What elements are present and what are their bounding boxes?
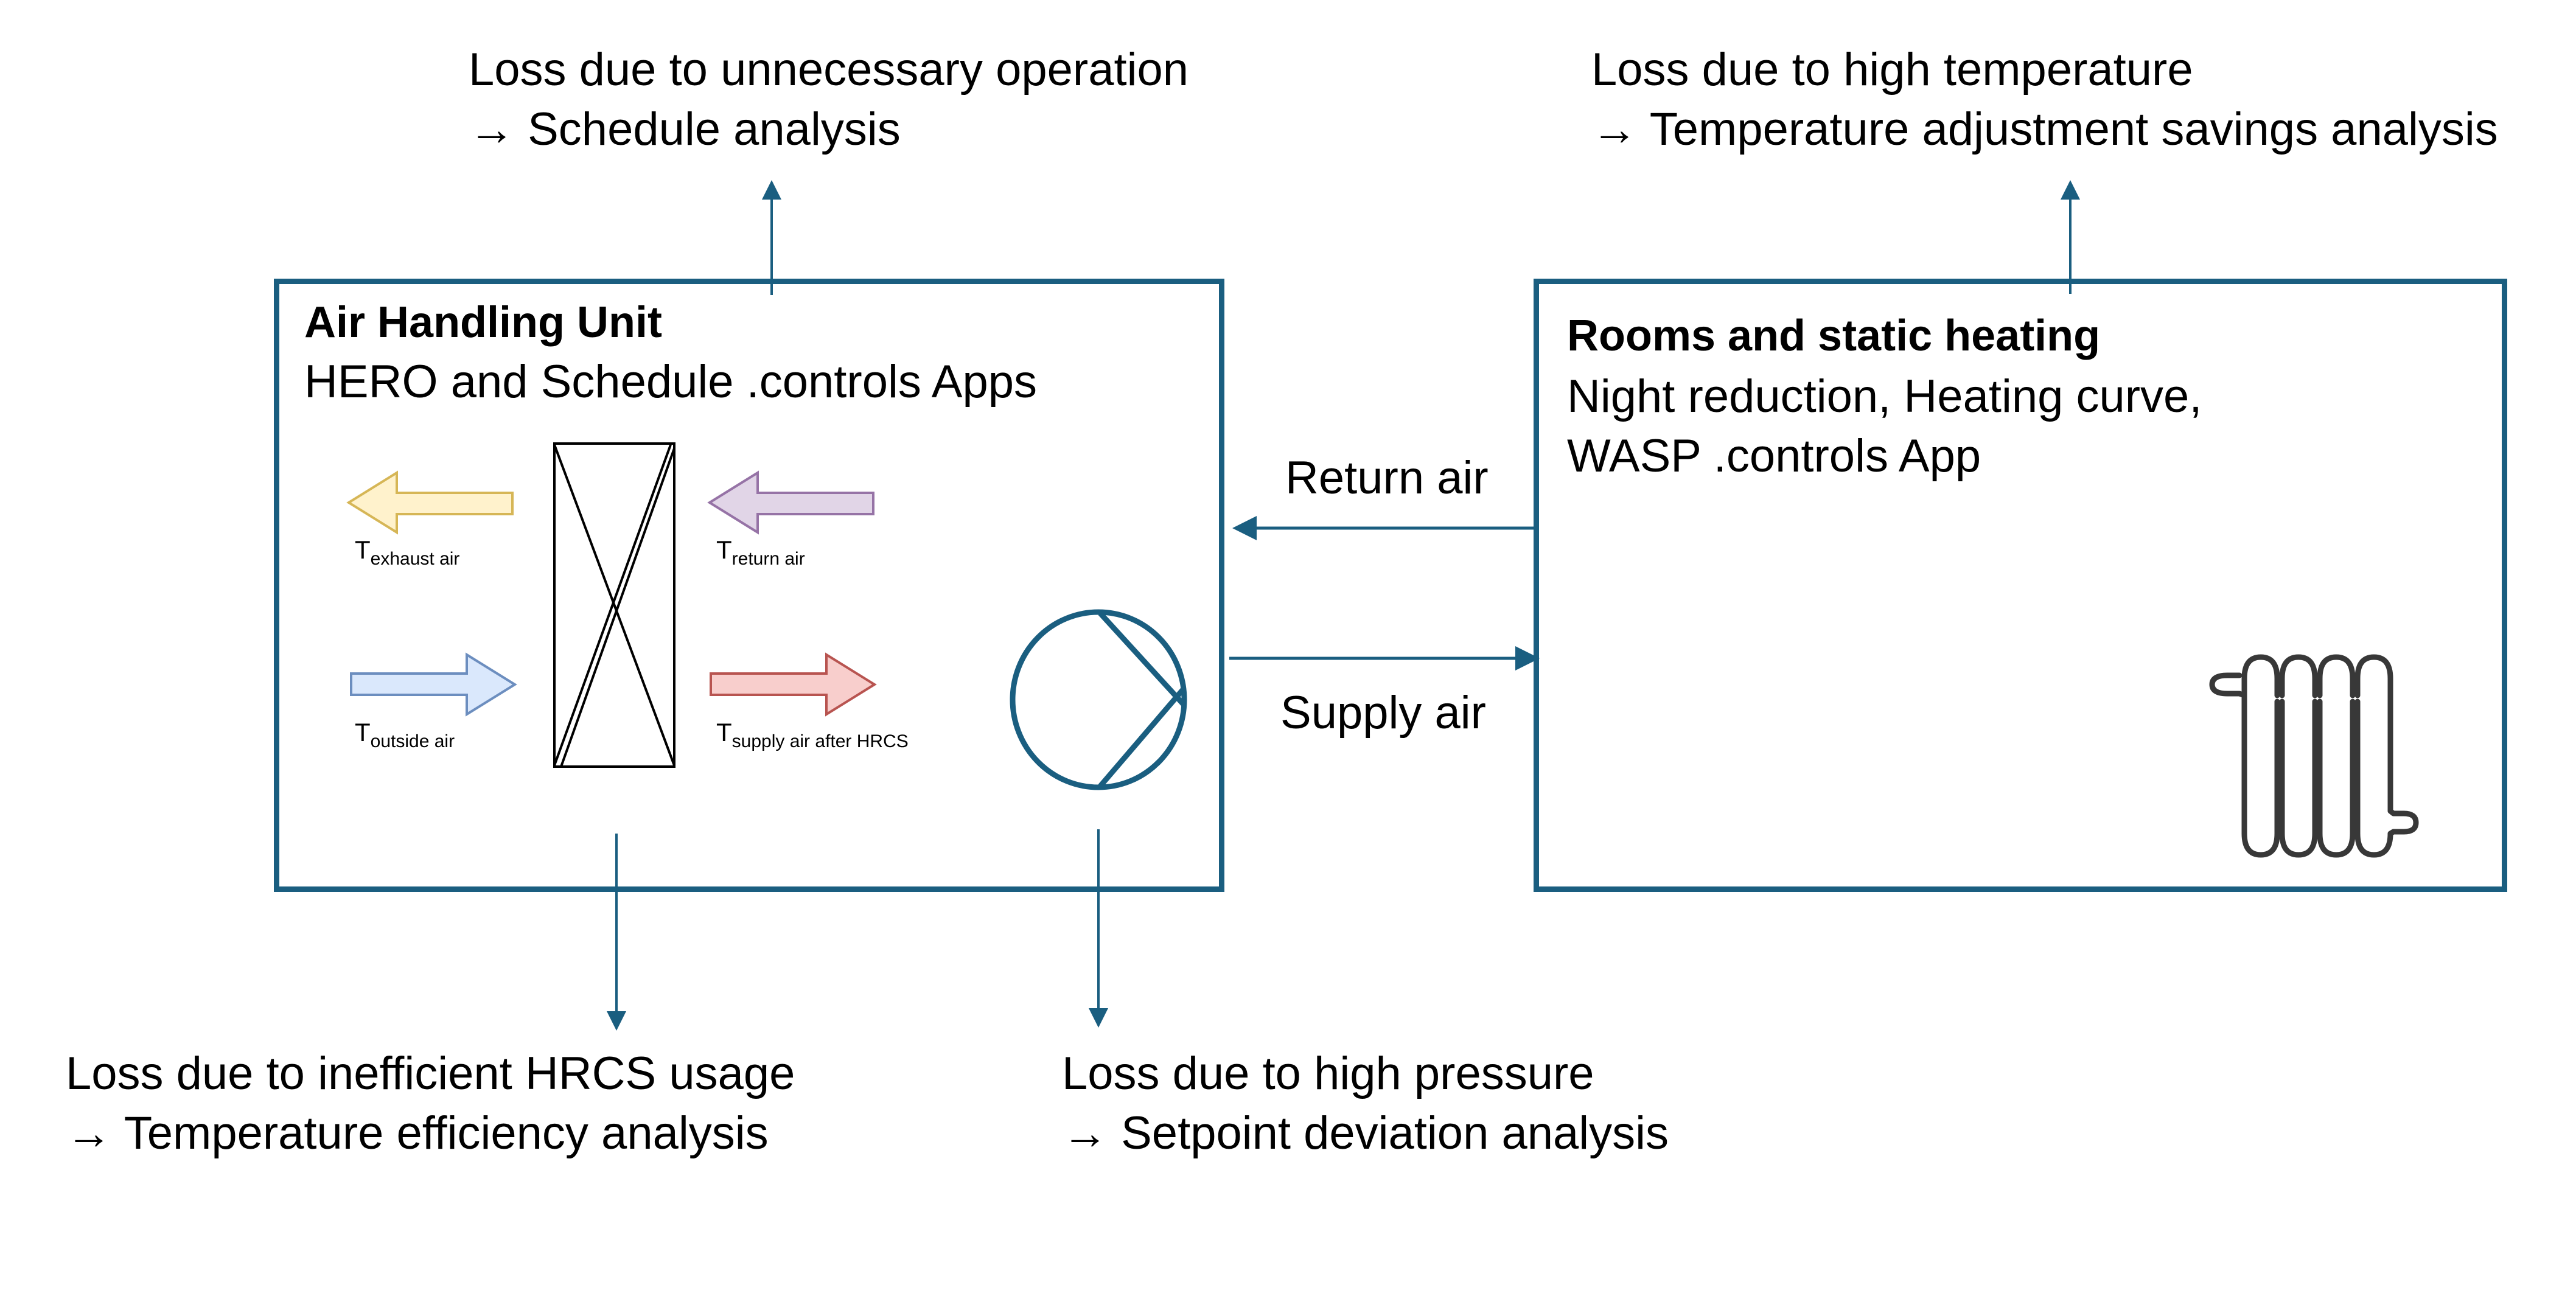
return-air-label: Return air: [1285, 452, 1489, 504]
rooms-line2: WASP .controls App: [1567, 430, 1981, 482]
hrcs-loss-line1: Loss due to inefficient HRCS usage: [66, 1048, 795, 1099]
pressure-loss-line2: → Setpoint deviation analysis: [1062, 1107, 1669, 1159]
temperature-loss-line1: Loss due to high temperature: [1591, 44, 2193, 96]
ahu-title: Air Handling Unit: [304, 298, 662, 347]
heat-exchanger-icon: [553, 442, 675, 768]
rooms-heating-box: [1534, 279, 2507, 892]
supply-air-label: Supply air: [1280, 687, 1486, 739]
exhaust-air-arrow: [346, 470, 514, 535]
schedule-loss-line2: → Schedule analysis: [469, 103, 901, 155]
label-outside-air: Toutside air: [355, 718, 455, 751]
return-air-arrow: [707, 470, 874, 535]
rooms-title: Rooms and static heating: [1567, 312, 2101, 360]
label-exhaust-air: Texhaust air: [355, 535, 460, 569]
air-handling-unit-box: [274, 279, 1224, 892]
pressure-loss-line1: Loss due to high pressure: [1062, 1048, 1594, 1099]
hrcs-loss-line2: → Temperature efficiency analysis: [66, 1107, 769, 1159]
label-supply-air-after-hrcs: Tsupply air after HRCS: [716, 718, 909, 751]
radiator-icon: [2209, 654, 2419, 858]
supply-air-arrow: [710, 652, 877, 717]
rooms-line1: Night reduction, Heating curve,: [1567, 371, 2202, 422]
outside-air-arrow: [350, 652, 517, 717]
temperature-loss-line2: → Temperature adjustment savings analysi…: [1591, 103, 2498, 155]
fan-icon: [1010, 609, 1187, 790]
label-return-air: Treturn air: [716, 535, 805, 569]
ahu-subtitle: HERO and Schedule .controls Apps: [304, 356, 1038, 408]
schedule-loss-line1: Loss due to unnecessary operation: [469, 44, 1189, 96]
